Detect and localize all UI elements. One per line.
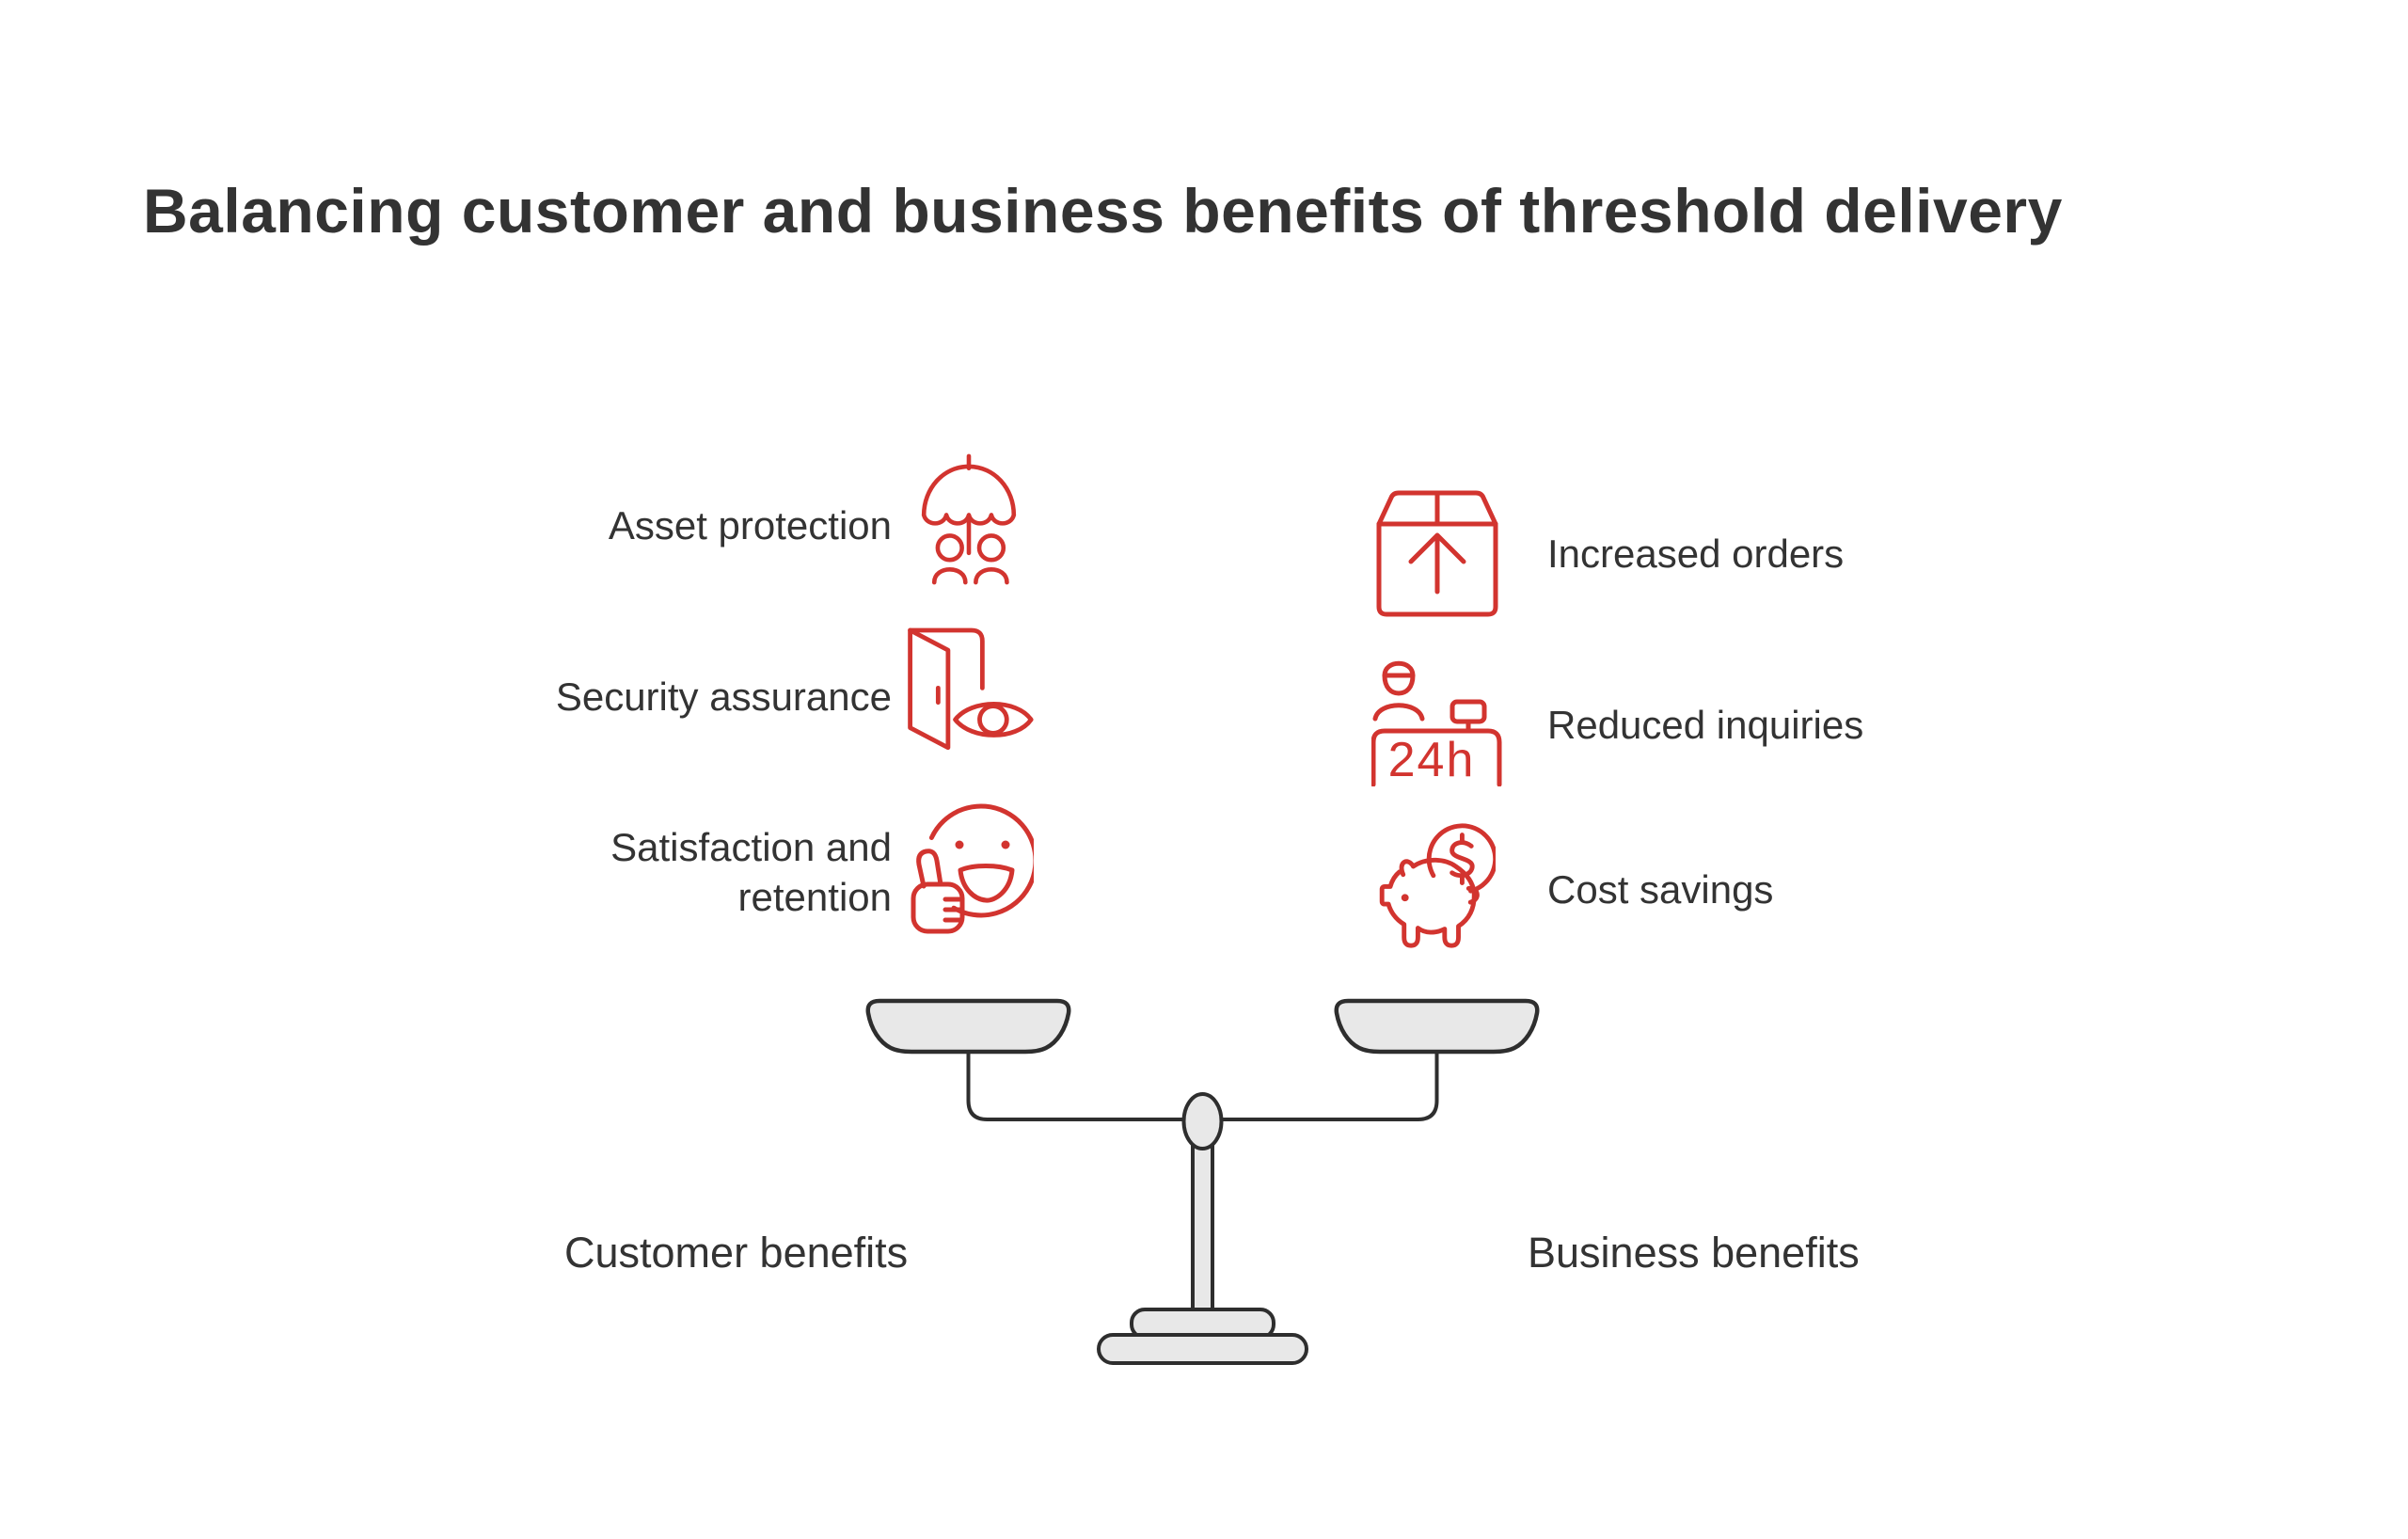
- up-arrow: [1408, 532, 1466, 595]
- pig-ear: [1399, 859, 1416, 878]
- label-reduced-inquiries: Reduced inquiries: [1547, 703, 1864, 747]
- customer-benefits-header: Customer benefits: [564, 1229, 909, 1277]
- fist-fingers: [943, 896, 965, 923]
- clerk-head: [1382, 660, 1416, 696]
- smiley-face-outline: [928, 803, 1034, 918]
- pig-tail: [1465, 885, 1480, 905]
- scale-arm-left: [966, 1052, 1202, 1121]
- door-leaf: [908, 627, 951, 750]
- label-cost-savings: Cost savings: [1547, 867, 1774, 912]
- umbrella-scallops: [921, 513, 1017, 526]
- desk-counter: [1371, 728, 1502, 786]
- person-head-right: [976, 533, 1006, 563]
- scale-pan-right: [1334, 998, 1540, 1055]
- pig-eye: [1401, 894, 1409, 902]
- scale-post: [1191, 1138, 1214, 1316]
- umbrella-people-icon: [915, 451, 1022, 588]
- scale-pan-left: [865, 998, 1071, 1055]
- scale-base-lower: [1097, 1333, 1308, 1365]
- label-asset-protection: Asset protection: [608, 503, 892, 547]
- eye-outline: [953, 702, 1034, 738]
- package-up-arrow-icon: [1375, 486, 1499, 620]
- label-security-assurance: Security assurance: [555, 674, 892, 719]
- scale-pivot: [1181, 1092, 1224, 1150]
- eye-pupil: [977, 704, 1009, 736]
- thumb: [916, 849, 943, 889]
- coin-circle: [1426, 823, 1496, 894]
- business-benefits-header: Business benefits: [1528, 1229, 1860, 1277]
- pig-body: [1379, 857, 1477, 948]
- person-head-left: [935, 533, 964, 563]
- desk-24h-text: 24h: [1388, 733, 1476, 786]
- smiley-eye-right: [1001, 840, 1010, 849]
- clerk-shoulders: [1372, 703, 1425, 722]
- label-satisfaction-retention: Satisfaction and retention: [610, 825, 892, 919]
- box-body: [1376, 521, 1498, 617]
- label-increased-orders: Increased orders: [1547, 532, 1845, 576]
- reception-desk-24h-icon: 24h: [1371, 653, 1503, 786]
- page-title: Balancing customer and business benefits…: [143, 176, 2063, 246]
- smiley-mouth: [958, 864, 1015, 903]
- open-door-eye-icon: [901, 621, 1035, 750]
- umbrella-canopy: [921, 464, 1017, 517]
- piggy-bank-coin-icon: [1377, 818, 1496, 953]
- smiley-eye-left: [955, 840, 964, 849]
- smiley-thumbs-up-icon: [900, 802, 1034, 934]
- scale-arm-right: [1203, 1052, 1439, 1121]
- person-shoulders-left: [931, 567, 968, 585]
- person-shoulders-right: [974, 567, 1009, 585]
- door-frame: [908, 627, 985, 690]
